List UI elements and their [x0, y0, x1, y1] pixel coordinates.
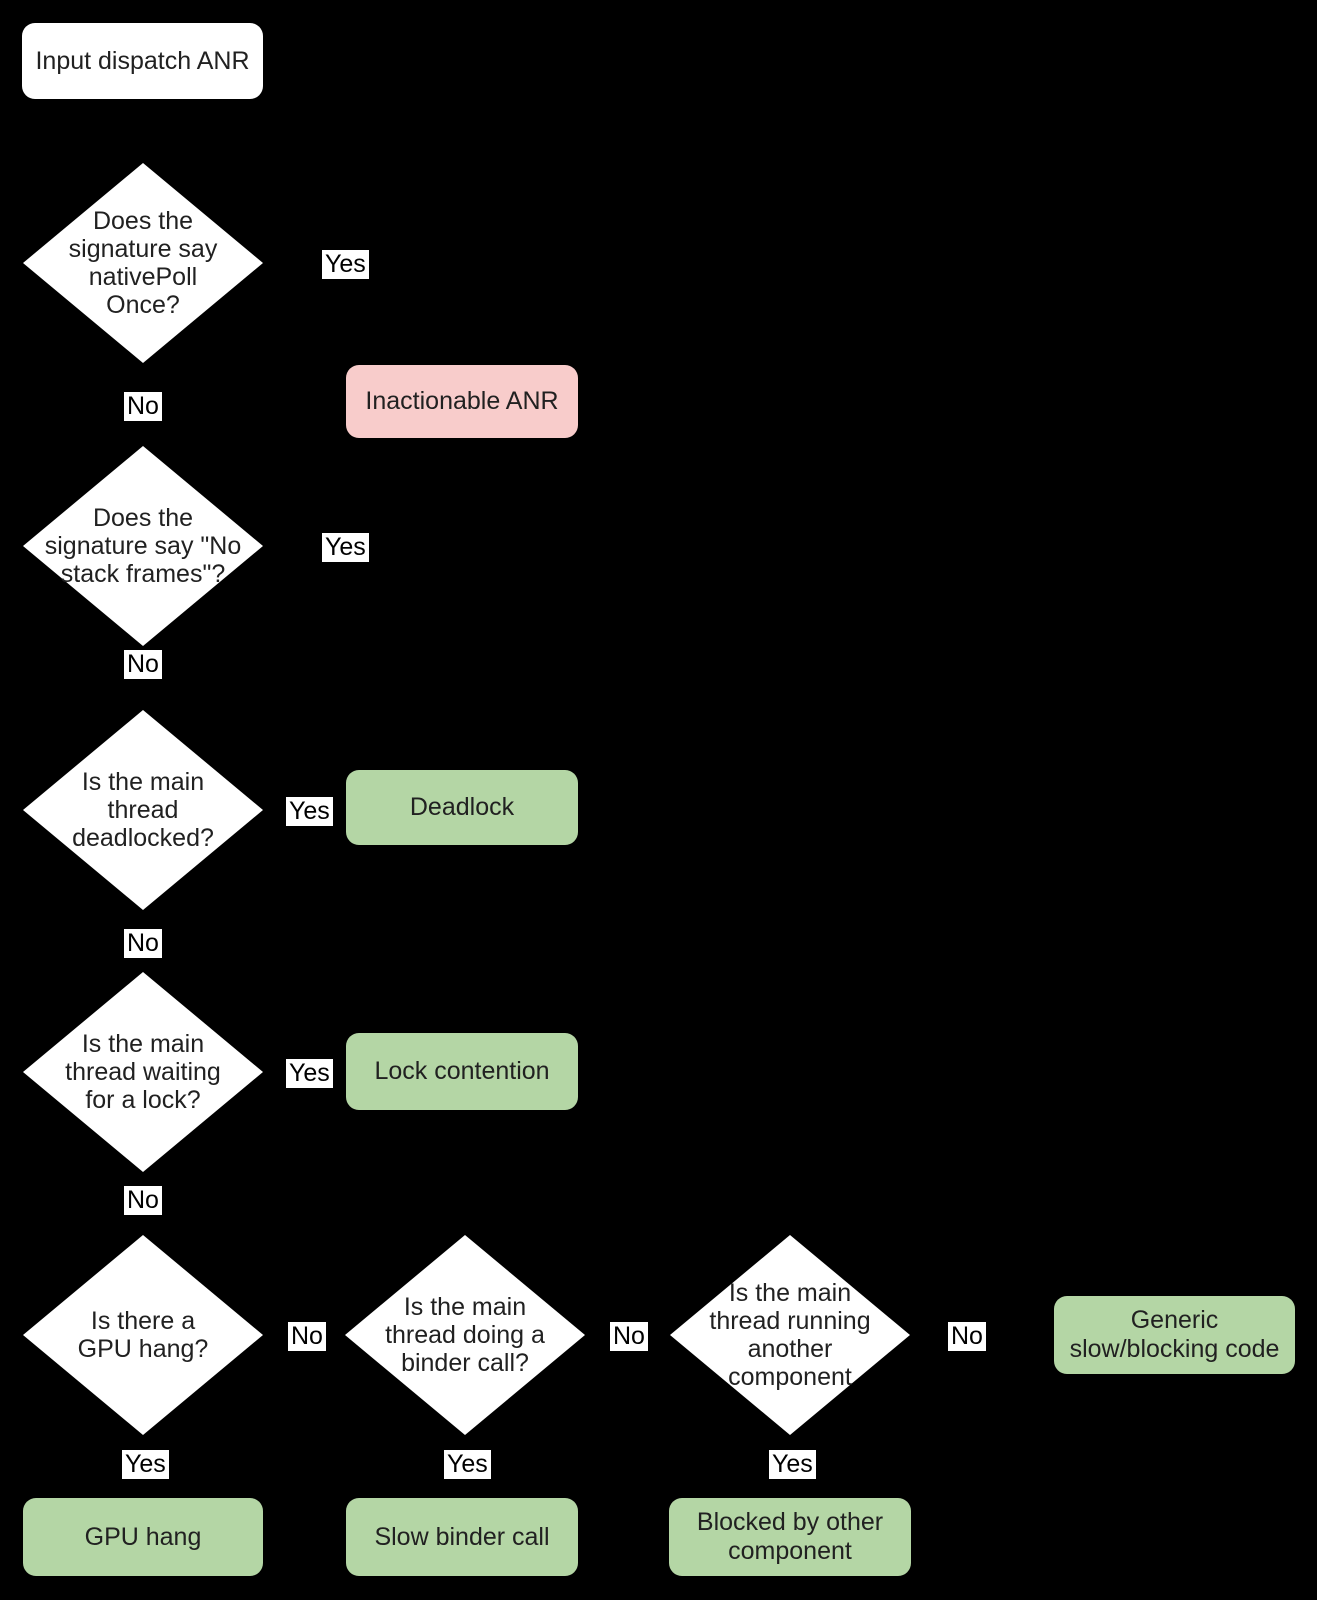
decision-gpu-hang-text: Is there a GPU hang? — [77, 1307, 209, 1363]
terminal-blocked-by-other-component: Blocked by other component — [669, 1498, 911, 1576]
edge-label-no-no-stack-frames: No — [124, 650, 162, 679]
edge-label-yes-nativepoll: Yes — [322, 250, 369, 279]
terminal-generic-slow-blocking-code: Generic slow/blocking code — [1054, 1296, 1295, 1374]
decision-no-stack-frames: Does the signature say "No stack frames"… — [23, 446, 263, 646]
edge-label-no-deadlocked: No — [124, 929, 162, 958]
edge-label-no-nativepoll: No — [124, 392, 162, 421]
terminal-gpu-hang: GPU hang — [23, 1498, 263, 1576]
terminal-deadlock: Deadlock — [346, 770, 578, 845]
edge-label-no-gpu-hang: No — [288, 1322, 326, 1351]
decision-main-thread-waiting-lock-text: Is the main thread waiting for a lock? — [65, 1030, 221, 1114]
terminal-inactionable-anr: Inactionable ANR — [346, 365, 578, 438]
decision-other-component-text: Is the main thread running another compo… — [709, 1279, 871, 1391]
decision-other-component: Is the main thread running another compo… — [670, 1235, 910, 1435]
terminal-slow-binder-call: Slow binder call — [346, 1498, 578, 1576]
decision-main-thread-waiting-lock: Is the main thread waiting for a lock? — [23, 972, 263, 1172]
start-node-input-dispatch-anr: Input dispatch ANR — [22, 23, 263, 99]
edge-label-yes-no-stack-frames: Yes — [322, 533, 369, 562]
decision-nativepollonce: Does the signature say nativePoll Once? — [23, 163, 263, 363]
decision-no-stack-frames-text: Does the signature say "No stack frames"… — [44, 504, 242, 588]
edge-label-no-other-component: No — [948, 1322, 986, 1351]
edge-label-yes-waiting-lock: Yes — [286, 1059, 333, 1088]
terminal-lock-contention: Lock contention — [346, 1033, 578, 1110]
edge-label-no-waiting-lock: No — [124, 1186, 162, 1215]
edge-label-yes-deadlocked: Yes — [286, 797, 333, 826]
edge-label-yes-other-component: Yes — [769, 1450, 816, 1479]
edge-label-yes-gpu-hang: Yes — [122, 1450, 169, 1479]
decision-main-thread-deadlocked-text: Is the main thread deadlocked? — [72, 768, 214, 852]
decision-binder-call-text: Is the main thread doing a binder call? — [385, 1293, 545, 1377]
edge-label-yes-binder-call: Yes — [444, 1450, 491, 1479]
edge-label-no-binder-call: No — [610, 1322, 648, 1351]
decision-binder-call: Is the main thread doing a binder call? — [345, 1235, 585, 1435]
decision-nativepollonce-text: Does the signature say nativePoll Once? — [68, 207, 218, 319]
decision-main-thread-deadlocked: Is the main thread deadlocked? — [23, 710, 263, 910]
decision-gpu-hang: Is there a GPU hang? — [23, 1235, 263, 1435]
